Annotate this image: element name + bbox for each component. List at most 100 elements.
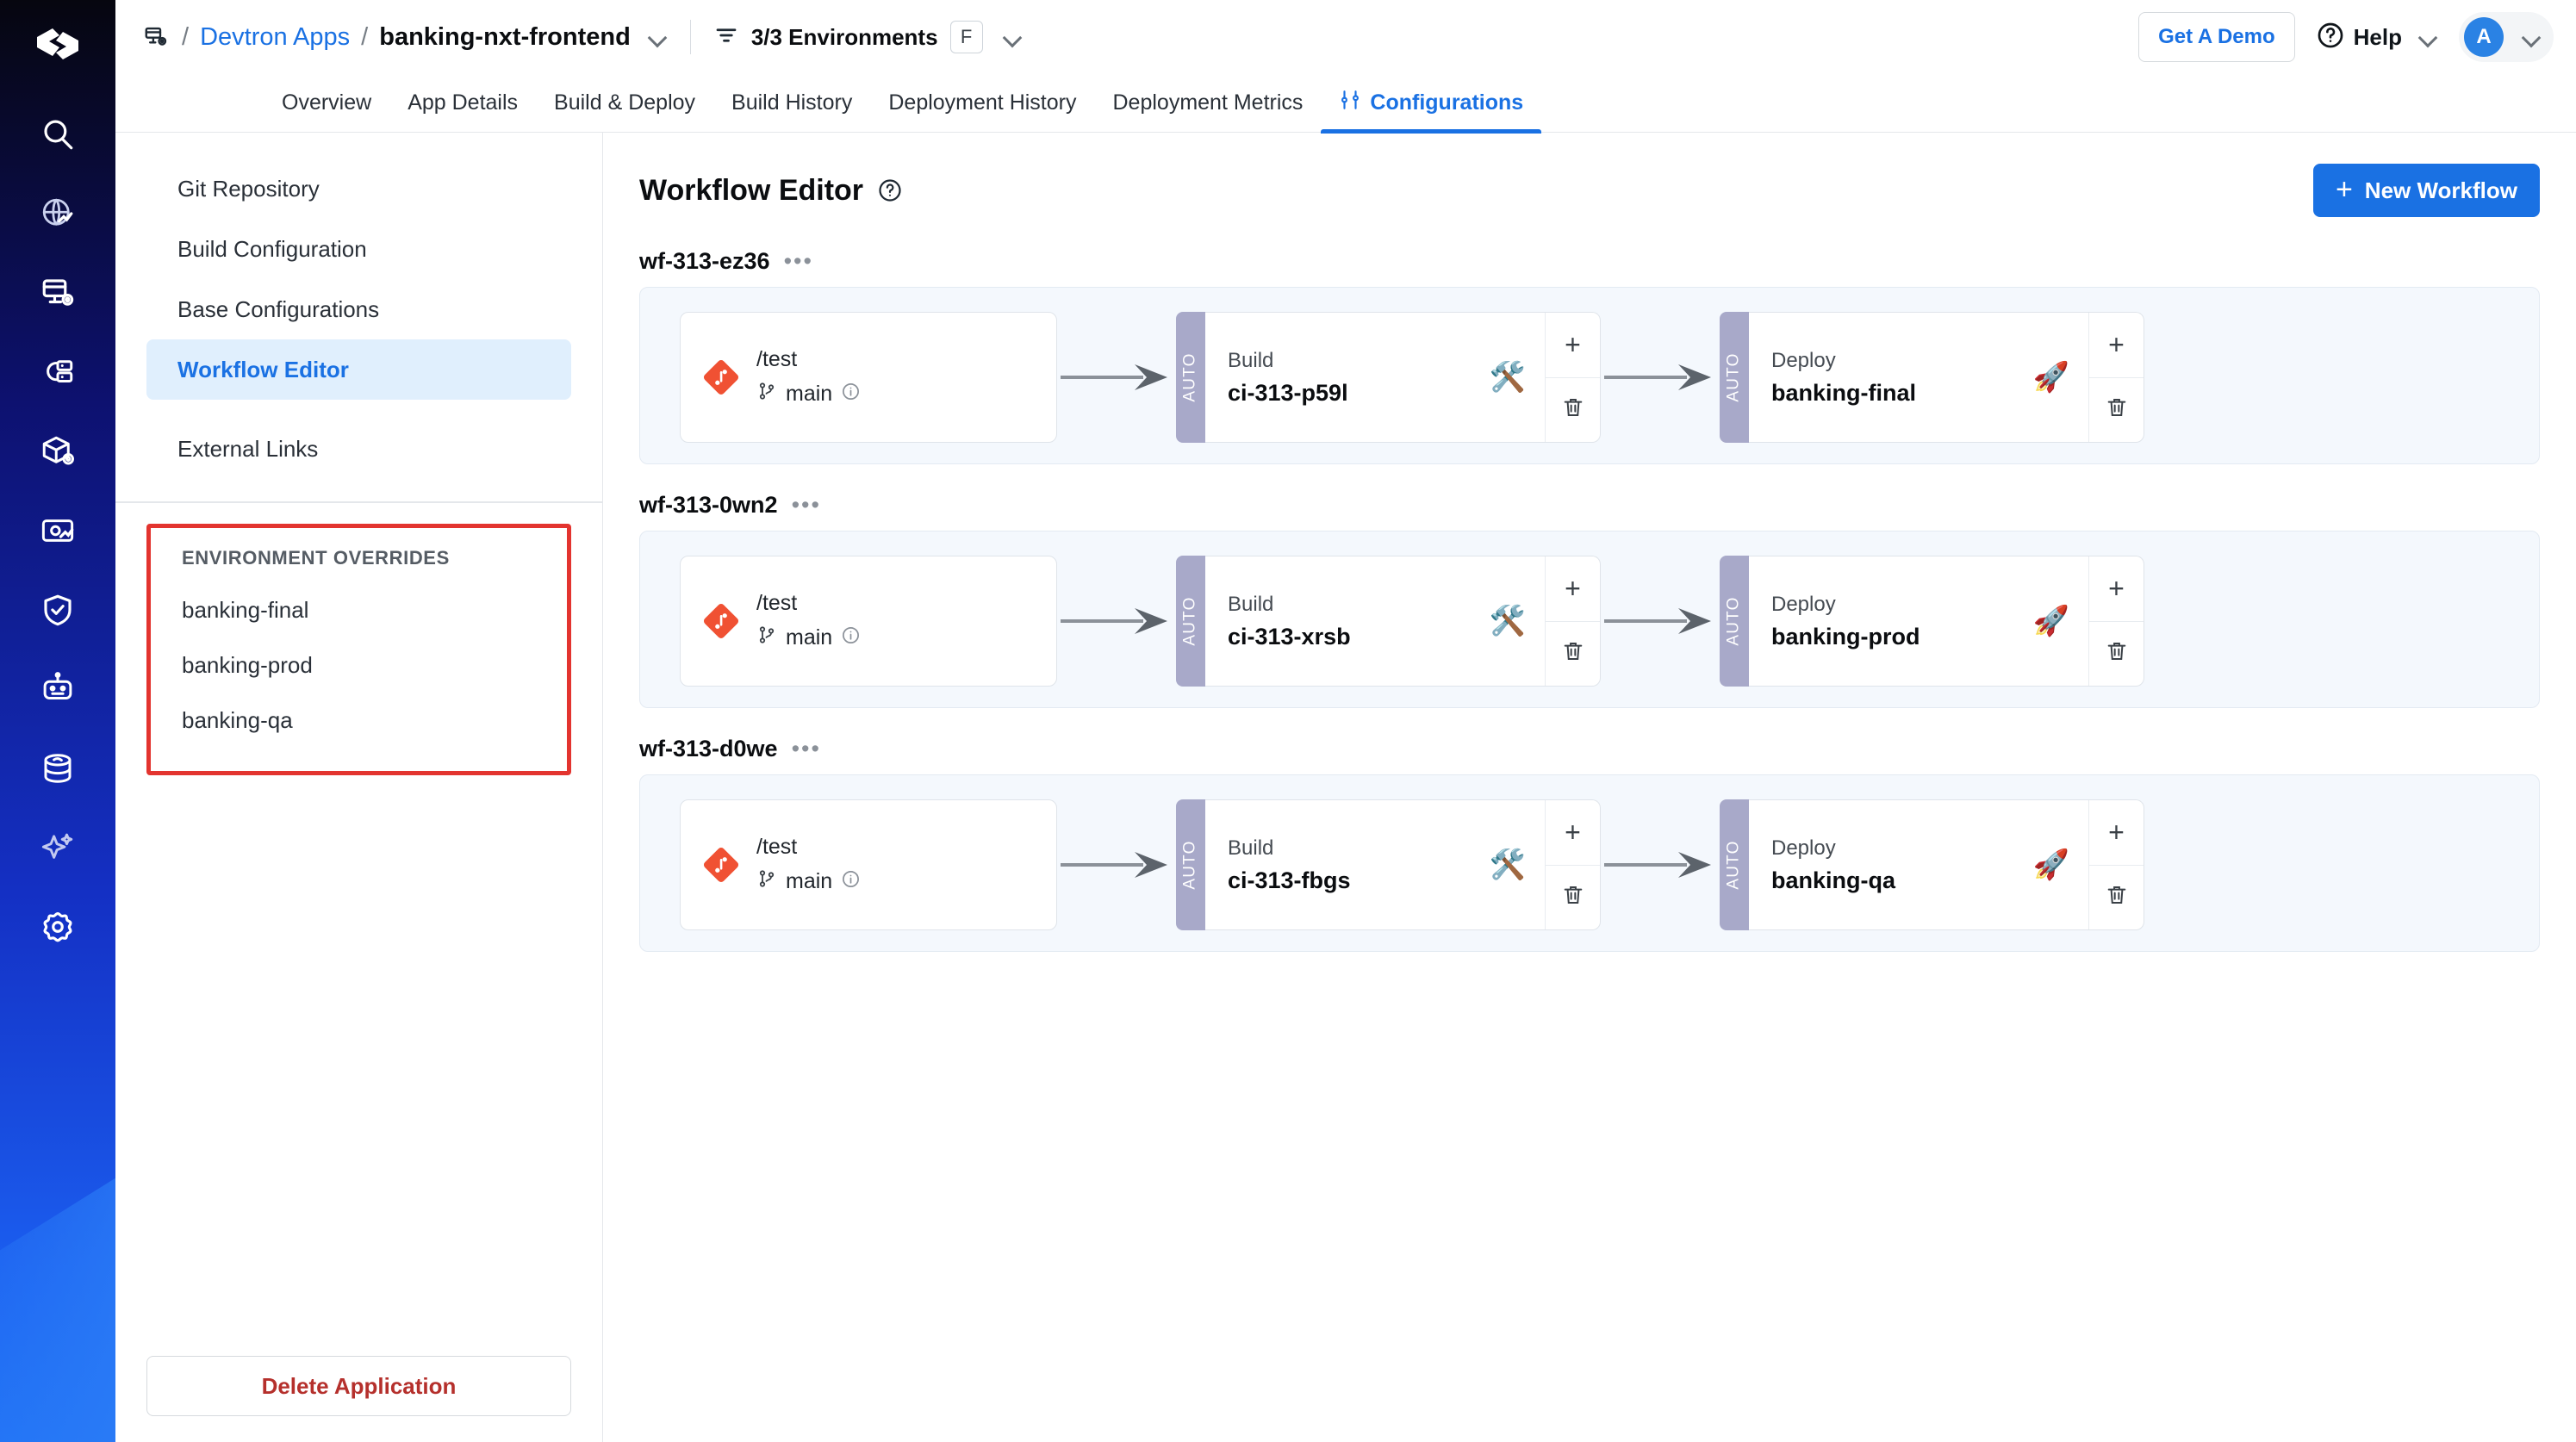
add-node-button[interactable]: + [1546,556,1600,621]
ellipsis-icon[interactable]: ••• [783,248,813,274]
plus-icon: + [1565,573,1581,605]
add-node-button[interactable]: + [2089,313,2144,377]
help-label: Help [2353,23,2402,50]
build-trigger-badge: AUTO [1176,799,1205,930]
environment-overrides-section: ENVIRONMENT OVERRIDES banking-final bank… [146,523,571,775]
cloud-stack-icon[interactable] [30,345,85,400]
database-icon[interactable] [30,741,85,796]
plus-icon: + [2108,817,2125,848]
delete-node-button[interactable] [1546,620,1600,687]
filter-icon [713,22,739,53]
chevron-down-icon[interactable] [649,28,668,47]
tab-app-details[interactable]: App Details [389,74,536,132]
user-menu[interactable]: A [2459,12,2554,62]
plus-icon: + [1565,329,1581,361]
info-icon[interactable] [841,382,861,407]
build-node-id: ci-313-p59l [1228,379,1348,406]
breadcrumb-app-name: banking-nxt-frontend [379,22,631,51]
delete-node-button[interactable] [1546,376,1600,443]
devtron-logo-icon[interactable] [30,19,85,69]
source-node[interactable]: /test main [680,312,1057,443]
add-node-button[interactable]: + [1546,800,1600,865]
help-menu[interactable]: Help [2316,21,2438,54]
connector-arrow [1601,312,1720,443]
chevron-down-icon[interactable] [1004,28,1023,47]
sidebar-item-git-repository[interactable]: Git Repository [146,158,571,219]
deploy-node[interactable]: AUTO Deploy banking-prod 🚀 + [1720,556,2144,687]
sidebar-item-label: Git Repository [177,175,320,202]
ellipsis-icon[interactable]: ••• [791,736,821,761]
add-node-button[interactable]: + [1546,313,1600,377]
new-workflow-label: New Workflow [2364,177,2517,203]
cost-chart-icon[interactable] [30,503,85,558]
new-workflow-button[interactable]: + New Workflow [2312,164,2540,217]
connector-arrow [1601,556,1720,687]
ellipsis-icon[interactable]: ••• [791,492,821,518]
delete-node-button[interactable] [2089,620,2144,687]
workflow-pipeline-row: /test main [680,556,2539,687]
add-node-button[interactable]: + [2089,556,2144,621]
server-monitor-icon[interactable] [30,265,85,320]
package-box-icon[interactable] [30,424,85,479]
delete-node-button[interactable] [2089,864,2144,930]
sidebar-item-workflow-editor[interactable]: Workflow Editor [146,339,571,400]
source-node[interactable]: /test main [680,799,1057,930]
tab-configurations[interactable]: Configurations [1321,74,1541,134]
build-trigger-badge: AUTO [1176,556,1205,687]
environment-selector[interactable]: 3/3 Environments F [713,21,1023,53]
env-override-banking-prod[interactable]: banking-prod [151,638,567,693]
chevron-down-icon[interactable] [2419,28,2438,47]
workflow-wf-313-ez36: wf-313-ez36 ••• /test [639,248,2540,464]
deploy-node-body: Deploy banking-prod 🚀 + [1749,556,2144,687]
gear-icon[interactable] [30,899,85,954]
branch-icon [756,381,777,407]
build-node[interactable]: AUTO Build ci-313-p59l 🛠️ + [1176,312,1601,443]
get-a-demo-button[interactable]: Get A Demo [2138,12,2295,62]
tools-icon: 🛠️ [1489,605,1526,637]
deploy-node[interactable]: AUTO Deploy banking-qa 🚀 + [1720,799,2144,930]
source-branch-name: main [786,382,833,406]
info-icon[interactable] [841,625,861,651]
build-node[interactable]: AUTO Build ci-313-xrsb 🛠️ + [1176,556,1601,687]
environment-badge[interactable]: F [949,21,983,53]
deploy-node[interactable]: AUTO Deploy banking-final 🚀 + [1720,312,2144,443]
tab-build-and-deploy[interactable]: Build & Deploy [536,74,713,132]
sidebar-item-base-configurations[interactable]: Base Configurations [146,279,571,339]
shield-check-icon[interactable] [30,582,85,637]
workflow-canvas-card: /test main [639,287,2540,464]
delete-node-button[interactable] [1546,864,1600,930]
git-icon [703,359,739,395]
build-node[interactable]: AUTO Build ci-313-fbgs 🛠️ + [1176,799,1601,930]
delete-application-button[interactable]: Delete Application [146,1356,571,1416]
tab-build-history[interactable]: Build History [713,74,870,132]
env-override-banking-final[interactable]: banking-final [151,583,567,638]
build-trigger-label: AUTO [1181,596,1199,646]
env-override-banking-qa[interactable]: banking-qa [151,693,567,749]
deploy-trigger-badge: AUTO [1720,556,1749,687]
tab-deployment-history[interactable]: Deployment History [870,74,1094,132]
tab-label: Deployment History [888,90,1077,115]
search-icon[interactable] [30,107,85,162]
chevron-down-icon[interactable] [2523,28,2542,47]
tab-deployment-metrics[interactable]: Deployment Metrics [1095,74,1322,132]
robot-icon[interactable] [30,662,85,717]
source-node[interactable]: /test main [680,556,1057,687]
breadcrumb-parent-link[interactable]: Devtron Apps [200,22,351,51]
info-icon[interactable] [841,869,861,895]
sparkle-icon[interactable] [30,820,85,875]
delete-node-button[interactable] [2089,376,2144,443]
workflow-wf-313-d0we: wf-313-d0we ••• /test [639,736,2540,952]
main-column: / Devtron Apps / banking-nxt-frontend 3/… [115,0,2576,1442]
workflow-title-row: wf-313-d0we ••• [639,736,2540,762]
add-node-button[interactable]: + [2089,800,2144,865]
workflow-title-row: wf-313-ez36 ••• [639,248,2540,275]
build-trigger-label: AUTO [1181,840,1199,890]
globe-chart-icon[interactable] [30,186,85,241]
workflow-title-row: wf-313-0wn2 ••• [639,492,2540,519]
sidebar-item-external-links[interactable]: External Links [146,419,571,479]
source-repo-path: /test [756,347,798,371]
sidebar-item-build-configuration[interactable]: Build Configuration [146,219,571,279]
tab-overview[interactable]: Overview [264,74,389,132]
question-circle-icon[interactable] [877,177,903,203]
